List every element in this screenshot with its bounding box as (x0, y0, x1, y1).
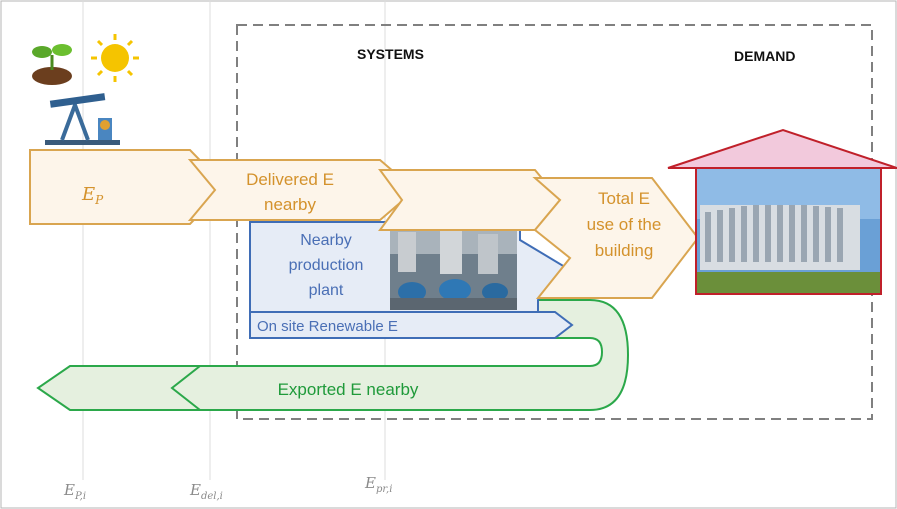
oil-pump-icon (45, 93, 120, 145)
nearby-arrow (378, 169, 562, 231)
delivered-label-1: Delivered E (246, 170, 334, 189)
total-label-2: use of the (587, 215, 662, 234)
header-demand: DEMAND (734, 48, 795, 64)
delivered-arrow (187, 159, 417, 221)
exported-label: Exported E nearby (278, 380, 419, 399)
nearby-label-3: plant (309, 282, 344, 299)
header-systems: SYSTEMS (357, 46, 424, 62)
exported-arrow-left (36, 365, 500, 411)
total-label-1: Total E (598, 189, 650, 208)
building-photo (667, 128, 897, 295)
ep-label: EP (81, 184, 104, 207)
symbol-epr-i: Epr,i (364, 474, 392, 495)
onsite-renewable-arrow (249, 311, 574, 339)
exported-arrow-left-2 (170, 365, 201, 411)
onsite-label: On site Renewable E (257, 318, 398, 335)
nearby-label-2: production (289, 257, 364, 274)
sun-icon (91, 34, 139, 82)
delivered-label-2: nearby (264, 195, 316, 214)
symbol-ep-i: EP,i (63, 481, 86, 502)
total-use-arrow (532, 177, 700, 299)
symbol-edel-i: Edel,i (189, 481, 223, 502)
plant-sprout-icon (32, 44, 72, 85)
total-label-3: building (595, 241, 654, 260)
factory-machinery-photo (390, 224, 517, 310)
nearby-label-1: Nearby (300, 232, 352, 249)
